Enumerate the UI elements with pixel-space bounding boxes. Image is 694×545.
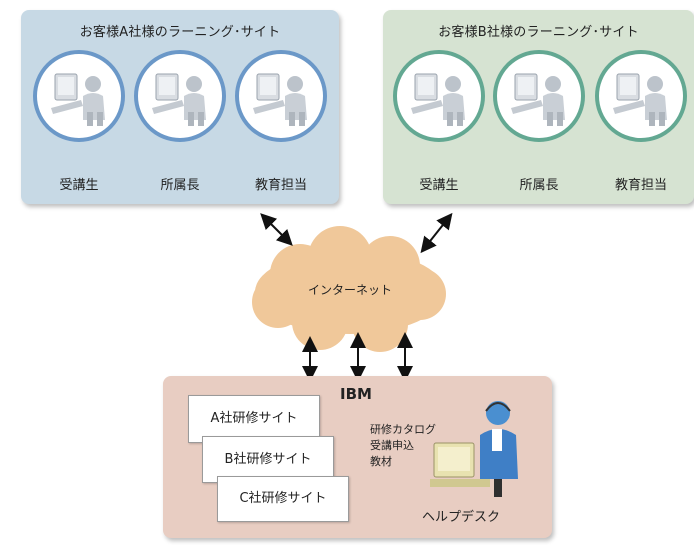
manager-user-icon xyxy=(134,50,226,142)
training-admin-user-icon xyxy=(595,50,687,142)
role-training-admin-label: 教育担当 xyxy=(614,178,667,193)
student-user-icon xyxy=(393,50,485,142)
role-student-label: 受講生 xyxy=(419,178,459,193)
arrow-b-to-internet xyxy=(420,212,453,254)
role-manager-label: 所属長 xyxy=(519,178,559,193)
site-card-a: A社研修サイト xyxy=(188,395,320,443)
ibm-title: IBM xyxy=(340,385,372,403)
manager-user-icon xyxy=(493,50,585,142)
customer-a-title: お客様A社様のラーニング･サイト xyxy=(79,25,281,40)
role-student-label: 受講生 xyxy=(59,178,99,193)
role-manager-label: 所属長 xyxy=(160,178,200,193)
internet-cloud-icon xyxy=(252,226,446,352)
student-user-icon xyxy=(33,50,125,142)
service-catalog-label: 研修カタログ xyxy=(370,423,436,436)
service-application-label: 受講申込 xyxy=(370,439,414,452)
site-card-c: C社研修サイト xyxy=(217,476,349,522)
helpdesk-operator-icon xyxy=(430,401,518,497)
customer-a-panel: お客様A社様のラーニング･サイト 受講生 所属長 xyxy=(21,10,339,204)
service-materials-label: 教材 xyxy=(370,455,392,468)
customer-b-panel: お客様B社様のラーニング･サイト 受講生 所属長 xyxy=(383,10,694,204)
helpdesk-label: ヘルプデスク xyxy=(422,510,501,525)
site-card-b: B社研修サイト xyxy=(202,436,334,483)
training-admin-user-icon xyxy=(235,50,327,142)
customer-b-title: お客様B社様のラーニング･サイト xyxy=(438,25,639,40)
role-training-admin-label: 教育担当 xyxy=(254,178,307,193)
arrow-a-to-internet xyxy=(260,213,293,246)
internet-label: インターネット xyxy=(307,283,392,297)
